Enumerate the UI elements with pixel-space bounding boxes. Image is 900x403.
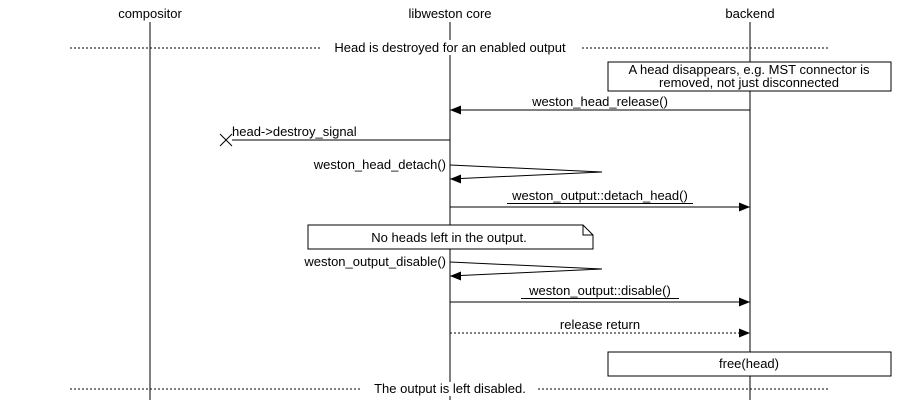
message-label-weston-head-release: weston_head_release()	[531, 94, 668, 109]
divider-bottom-label-background	[362, 382, 538, 396]
note-head-disappears	[607, 61, 892, 92]
participant-label-backend: backend	[725, 6, 774, 21]
lost-message-cross-stroke-2	[219, 133, 233, 147]
message-label-release-return: release return	[560, 317, 640, 332]
self-call-loop-weston-output-disable	[449, 261, 603, 277]
message-label-weston-output-detach-head: weston_output::detach_head()	[511, 188, 688, 203]
message-label-weston-output-disable-call: weston_output_disable()	[303, 254, 446, 269]
note-no-heads-left	[307, 224, 594, 250]
arrowhead-right-weston-output-detach-head	[739, 202, 750, 212]
message-label-head-destroy-signal: head->destroy_signal	[232, 124, 357, 139]
arrowhead-right-weston-output-disable	[739, 297, 750, 307]
divider-top-label: Head is destroyed for an enabled output	[334, 40, 566, 55]
box-free-head-label: free(head)	[719, 356, 779, 371]
participant-label-libweston-core: libweston core	[408, 6, 491, 21]
message-label-weston-output-disable: weston_output::disable()	[528, 283, 671, 298]
self-call-loop-weston-head-detach	[449, 164, 603, 180]
arrowhead-right-release-return	[739, 328, 750, 338]
arrowhead-left-weston-output-disable	[450, 271, 461, 281]
arrowhead-left-weston-head-detach	[450, 174, 461, 184]
divider-top-label-background	[320, 40, 580, 55]
note-head-disappears-line1: A head disappears, e.g. MST connector is	[628, 62, 870, 77]
note-no-heads-left-label: No heads left in the output.	[371, 230, 526, 245]
message-label-weston-head-detach: weston_head_detach()	[313, 157, 446, 172]
participant-label-compositor: compositor	[118, 6, 182, 21]
note-head-disappears-line2: removed, not just disconnected	[659, 75, 839, 90]
box-free-head	[607, 351, 892, 377]
arrowhead-left-weston-head-release	[450, 105, 461, 115]
divider-bottom-label: The output is left disabled.	[374, 381, 526, 396]
note-no-heads-left-fold	[582, 225, 593, 236]
